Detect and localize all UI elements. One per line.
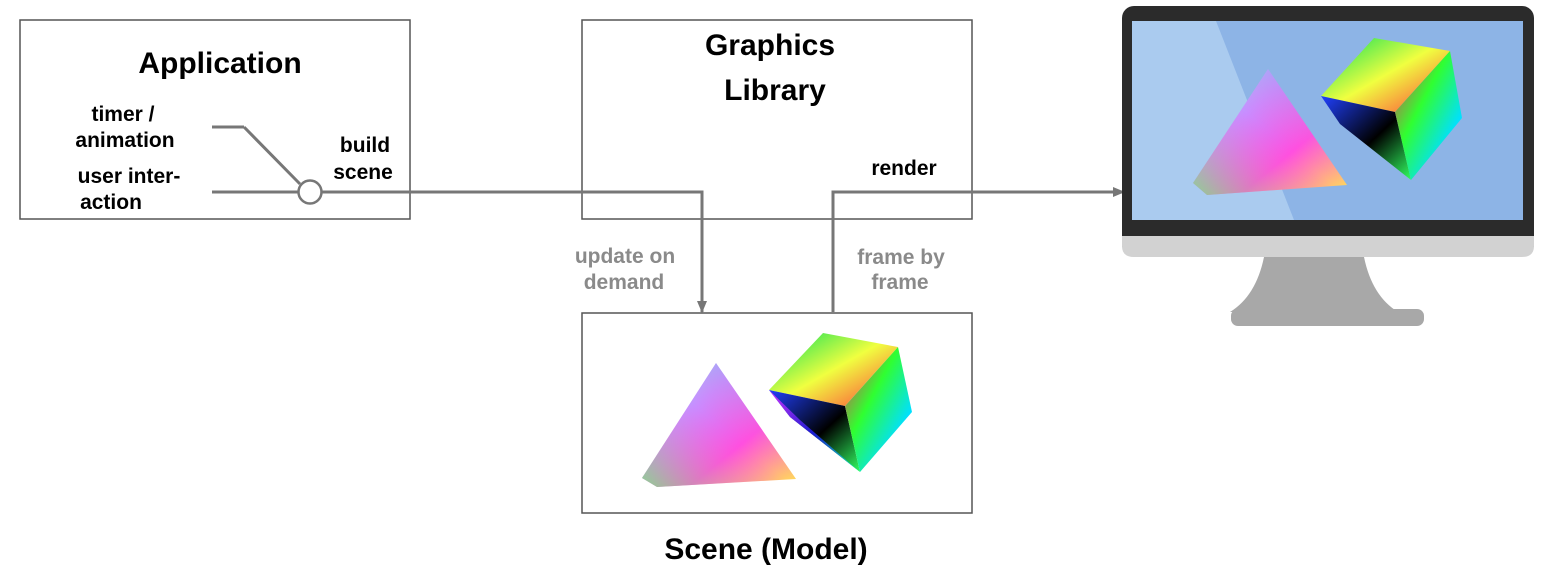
input-label-user-2: action [80,191,142,214]
graphics-library-title-1: Graphics [705,29,835,62]
scene-caption: Scene (Model) [664,533,867,566]
monitor-stand [1230,257,1398,312]
frame-label-1: frame by [857,246,945,269]
monitor-base [1231,309,1424,326]
update-label-1: update on [575,245,675,268]
render-label: render [871,157,936,180]
graphics-library-box [581,19,973,220]
input-label-timer-1: timer / [91,103,154,126]
build-scene-label-1: build [340,134,390,157]
scene-cube-icon [769,333,912,472]
scene-box [581,312,973,514]
input-label-timer-2: animation [75,129,174,152]
frame-label-2: frame [871,271,928,294]
build-scene-label-2: scene [333,161,393,184]
update-label-2: demand [584,271,665,294]
switch-node [297,179,323,205]
application-box [19,19,411,220]
monitor-icon [1122,6,1534,326]
switch-lever [242,125,302,186]
input-label-user-1: user inter- [78,165,181,188]
render-arrow [831,187,1125,312]
scene-pyramid-icon [642,363,796,487]
monitor-cube-icon [1321,38,1462,180]
application-title: Application [138,47,301,80]
update-arrow [321,190,707,313]
monitor-pyramid-icon [1193,69,1347,195]
graphics-library-title-2: Library [724,74,826,107]
